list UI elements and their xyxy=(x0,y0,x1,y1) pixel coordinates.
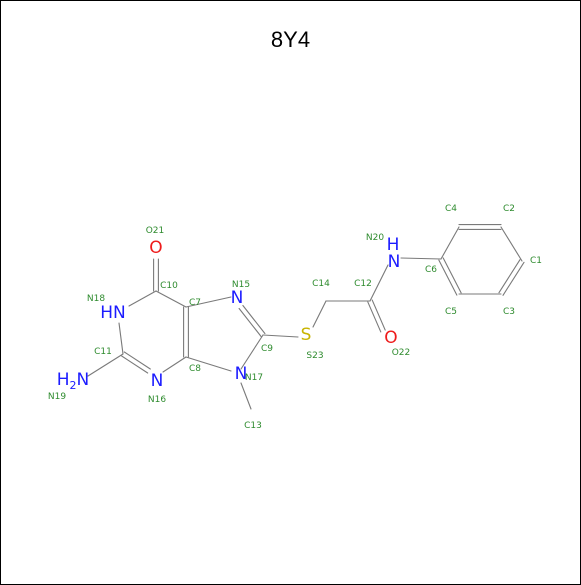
atom-label-c9: C9 xyxy=(261,344,273,354)
atom-symbol-n20b: N xyxy=(388,252,401,272)
atom-symbol-n20: H xyxy=(387,235,400,255)
atom-label-s23: S23 xyxy=(306,351,323,361)
atom-symbol-o22: O xyxy=(384,328,397,348)
atom-label-n20: N20 xyxy=(366,233,384,243)
atom-label-n16: N16 xyxy=(148,395,166,405)
atom-label-c10: C10 xyxy=(160,281,178,291)
atom-symbol-n19: H2N xyxy=(57,370,90,392)
atom-label-n17: N17 xyxy=(245,373,263,383)
bond-line xyxy=(128,290,157,307)
molecule-title: 8Y4 xyxy=(270,27,311,52)
atom-symbol-n16: N xyxy=(151,371,164,391)
atom-label-c11: C11 xyxy=(94,347,112,357)
atom-label-c8: C8 xyxy=(189,364,201,374)
atom-symbol-s23: S xyxy=(301,325,312,345)
atom-label-n15: N15 xyxy=(232,280,250,290)
atom-label-c6: C6 xyxy=(425,265,437,275)
bond-line xyxy=(400,257,442,260)
bond-line xyxy=(118,322,124,355)
bond-line xyxy=(162,356,187,373)
bond-line xyxy=(240,382,252,410)
atom-label-o21: O21 xyxy=(146,226,165,236)
atom-label-c1: C1 xyxy=(530,256,542,266)
atom-label-c12: C12 xyxy=(354,279,372,289)
atom-label-c14: C14 xyxy=(312,279,330,289)
bond-line xyxy=(440,226,460,260)
bond-line xyxy=(185,356,232,372)
atom-symbol-n15: N xyxy=(231,288,244,308)
atom-label-n18: N18 xyxy=(87,294,105,304)
bond-line xyxy=(367,301,382,333)
bond-line xyxy=(123,351,151,370)
bond-line xyxy=(185,296,232,308)
bond-line xyxy=(312,300,327,328)
bond-line xyxy=(371,299,386,331)
bond-line xyxy=(121,355,149,374)
bond-line xyxy=(262,334,299,338)
atom-label-c5: C5 xyxy=(445,307,457,317)
bond-line xyxy=(87,353,124,377)
atom-label-c3: C3 xyxy=(503,307,515,317)
bond-line xyxy=(442,257,462,294)
atom-label-o22: O22 xyxy=(392,348,411,358)
bond-lines xyxy=(87,224,525,410)
atom-label-c4: C4 xyxy=(445,204,457,214)
atom-label-c7: C7 xyxy=(189,298,201,308)
bond-line xyxy=(500,226,523,262)
atom-label-c13: C13 xyxy=(244,421,262,431)
bond-line xyxy=(369,264,389,302)
bond-line xyxy=(238,307,262,338)
bond-line xyxy=(155,290,187,308)
atom-label-c2: C2 xyxy=(503,204,515,214)
atom-label-n19: N19 xyxy=(48,392,66,402)
atom-symbol-n17: N xyxy=(235,364,248,384)
atom-symbol-o21: O xyxy=(149,238,162,258)
atom-symbol-n18: HN xyxy=(100,303,126,323)
bond-line xyxy=(438,259,458,296)
bond-line xyxy=(498,259,521,294)
bond-line xyxy=(502,261,525,296)
bond-line xyxy=(242,304,266,335)
bond-line xyxy=(240,334,264,370)
